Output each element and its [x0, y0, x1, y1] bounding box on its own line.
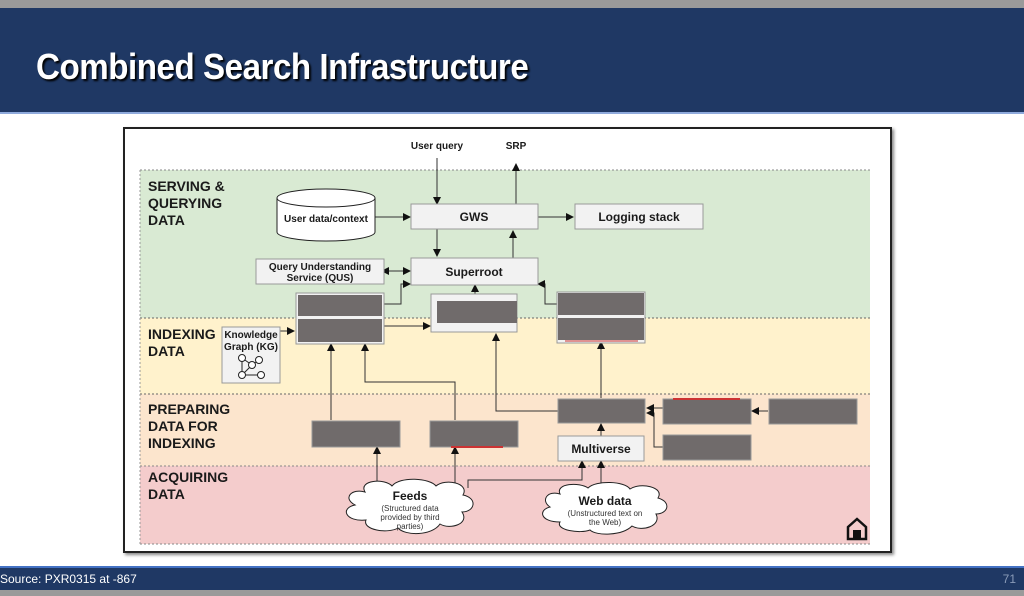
- knowledge-graph-node: Knowledge Graph (KG): [221, 326, 281, 384]
- logging-stack-node: Logging stack: [574, 203, 704, 230]
- web-data-desc-1: (Unstructured text on: [568, 509, 643, 518]
- kg-label-1: Knowledge: [224, 330, 278, 341]
- connectors: [280, 158, 768, 490]
- redacted-box-prep-5: [768, 398, 858, 425]
- band-label-preparing-2: DATA FOR: [148, 418, 218, 434]
- band-label-preparing-1: PREPARING: [148, 401, 230, 417]
- redacted-box-prep-4: [662, 398, 752, 425]
- qus-label-1: Query Understanding: [269, 262, 371, 273]
- slide-title: Combined Search Infrastructure: [36, 46, 529, 87]
- qus-label-2: Service (QUS): [287, 273, 354, 284]
- page-number: 71: [1002, 572, 1016, 586]
- feeds-title: Feeds: [393, 489, 428, 503]
- feeds-desc-3: parties): [397, 522, 424, 531]
- band-acquiring: [140, 465, 870, 545]
- redacted-box-prep-6: [662, 434, 752, 461]
- band-label-indexing-1: INDEXING: [148, 326, 216, 342]
- band-serving: [140, 169, 870, 318]
- web-data-cloud: Web data (Unstructured text on the Web): [542, 482, 668, 535]
- band-label-serving-1: SERVING &: [148, 178, 225, 194]
- band-label-preparing-3: INDEXING: [148, 435, 216, 451]
- arrow-redacted1-superroot: [384, 280, 411, 305]
- slide-footer: Source: PXR0315 at -867 71: [0, 566, 1024, 590]
- redacted-box-3: [430, 293, 518, 333]
- logging-stack-label: Logging stack: [598, 210, 680, 224]
- redacted-box-prep-1: [311, 420, 401, 448]
- user-query-label: User query: [411, 141, 464, 152]
- feeds-desc-2: provided by third: [380, 513, 439, 522]
- band-label-acquiring-1: ACQUIRING: [148, 469, 228, 485]
- web-data-desc-2: the Web): [589, 518, 622, 527]
- gws-label: GWS: [460, 210, 489, 224]
- band-label-indexing-2: DATA: [148, 343, 185, 359]
- redacted-box-prep-3: [557, 398, 646, 424]
- band-label-serving-2: QUERYING: [148, 195, 222, 211]
- superroot-label: Superroot: [445, 265, 502, 279]
- source-citation: Source: PXR0315 at -867: [0, 572, 137, 586]
- qus-node: Query Understanding Service (QUS): [255, 258, 385, 285]
- web-data-title: Web data: [578, 494, 631, 508]
- arrow-feeds-multiverse: [467, 460, 586, 488]
- arrow-redacted4-superroot: [537, 280, 558, 305]
- multiverse-node: Multiverse: [557, 435, 645, 462]
- user-data-cylinder: User data/context: [276, 188, 376, 242]
- feeds-desc-1: (Structured data: [381, 504, 439, 513]
- feeds-cloud: Feeds (Structured data provided by third…: [345, 478, 474, 534]
- top-strip: [0, 0, 1024, 8]
- kg-label-2: Graph (KG): [224, 342, 278, 353]
- arrow-prep3-redacted3: [492, 333, 558, 412]
- arrow-prep6-prep3: [646, 409, 663, 448]
- user-data-label: User data/context: [284, 214, 369, 225]
- arrow-prep2-redacted2: [361, 343, 456, 420]
- redacted-box-prep-2: [429, 420, 519, 448]
- graph-network-icon: [238, 354, 265, 379]
- redacted-box-2: [298, 319, 382, 342]
- srp-label: SRP: [506, 141, 527, 152]
- band-label-serving-3: DATA: [148, 212, 185, 228]
- superroot-node: Superroot: [410, 257, 539, 286]
- redacted-box-4: [556, 291, 646, 344]
- slide-header: Combined Search Infrastructure: [0, 8, 1024, 114]
- gws-node: GWS: [410, 203, 539, 230]
- band-label-acquiring-2: DATA: [148, 486, 185, 502]
- multiverse-label: Multiverse: [571, 442, 631, 456]
- home-icon[interactable]: [846, 517, 868, 541]
- bottom-strip: [0, 590, 1024, 596]
